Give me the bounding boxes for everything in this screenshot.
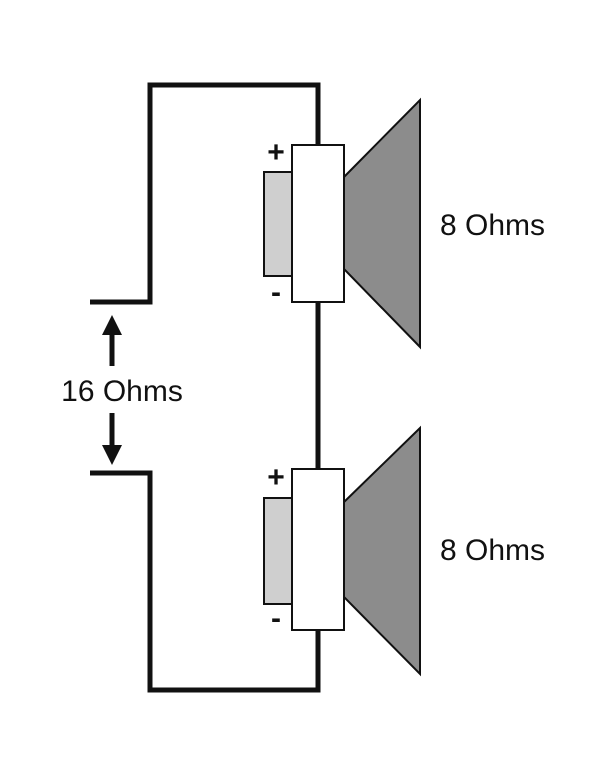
total-impedance-label: 16 Ohms [61, 375, 183, 408]
arrow-up-head [102, 315, 122, 335]
speaker-bottom-frame [291, 468, 345, 631]
speaker-top-impedance-label: 8 Ohms [440, 209, 545, 242]
bottom-wire [90, 470, 321, 693]
speaker-top-negative-sign: - [271, 276, 281, 309]
speaker-bottom-cone [342, 425, 421, 677]
speaker-bottom-positive-sign: + [267, 461, 285, 494]
impedance-arrows [102, 315, 122, 465]
speaker-bottom-impedance-label: 8 Ohms [440, 534, 545, 567]
speaker-top-frame [291, 144, 345, 303]
arrow-down-head [102, 445, 122, 465]
speaker-top-magnet [263, 171, 295, 277]
speaker-top-positive-sign: + [267, 136, 285, 169]
wiring [90, 82, 321, 693]
top-wire [90, 82, 321, 305]
speaker-bottom-magnet [263, 497, 295, 605]
speaker-bottom: + - [263, 425, 421, 677]
speaker-bottom-negative-sign: - [271, 602, 281, 635]
speaker-top-cone [342, 97, 421, 350]
speaker-top: + - [263, 97, 421, 350]
